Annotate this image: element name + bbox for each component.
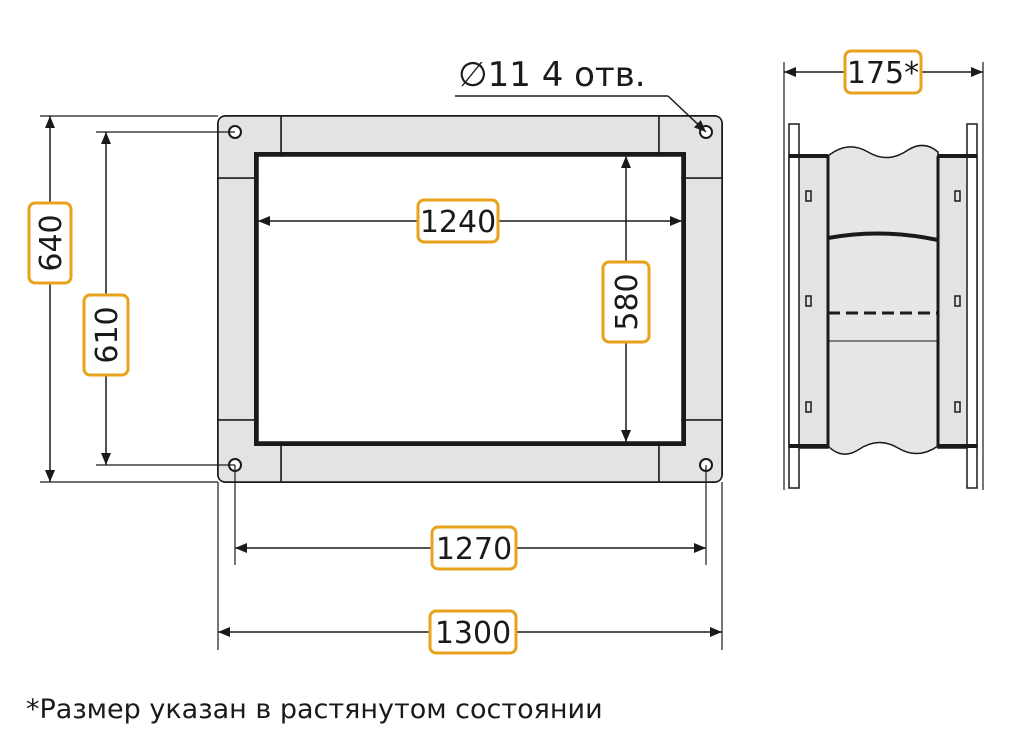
dim-label-175: 175* bbox=[843, 49, 923, 95]
svg-text:640: 640 bbox=[34, 214, 69, 271]
dim-label-1270: 1270 bbox=[430, 525, 518, 571]
svg-text:175*: 175* bbox=[847, 56, 919, 91]
dim-label-640: 640 bbox=[27, 201, 73, 285]
dim-label-1300: 1300 bbox=[428, 609, 518, 655]
svg-text:1240: 1240 bbox=[420, 205, 496, 240]
dim-label-610: 610 bbox=[82, 293, 130, 377]
depth-extension-lines bbox=[783, 62, 984, 490]
svg-text:1270: 1270 bbox=[436, 532, 512, 567]
dim-label-1240: 1240 bbox=[416, 198, 500, 244]
svg-text:1300: 1300 bbox=[435, 616, 511, 651]
left-sleeve bbox=[217, 177, 259, 421]
bellows-curve bbox=[827, 231, 939, 242]
svg-text:610: 610 bbox=[90, 306, 125, 363]
top-sleeve bbox=[280, 115, 660, 157]
bottom-sleeve bbox=[280, 441, 660, 483]
front-view bbox=[217, 115, 723, 483]
hole-callout-text: ∅11 4 отв. bbox=[458, 55, 646, 95]
right-sleeve bbox=[681, 177, 723, 421]
svg-text:580: 580 bbox=[610, 273, 645, 330]
dim-label-580: 580 bbox=[601, 260, 651, 344]
side-view bbox=[788, 123, 978, 489]
footnote: *Размер указан в растянутом состоянии bbox=[26, 694, 603, 725]
inner-opening bbox=[254, 152, 686, 446]
side-right-plate bbox=[966, 123, 978, 489]
bellows-fabric bbox=[827, 144, 939, 455]
hole-leader bbox=[455, 95, 707, 133]
extension-lines bbox=[40, 115, 723, 650]
side-left-plate bbox=[788, 123, 800, 489]
side-slots bbox=[805, 190, 961, 413]
